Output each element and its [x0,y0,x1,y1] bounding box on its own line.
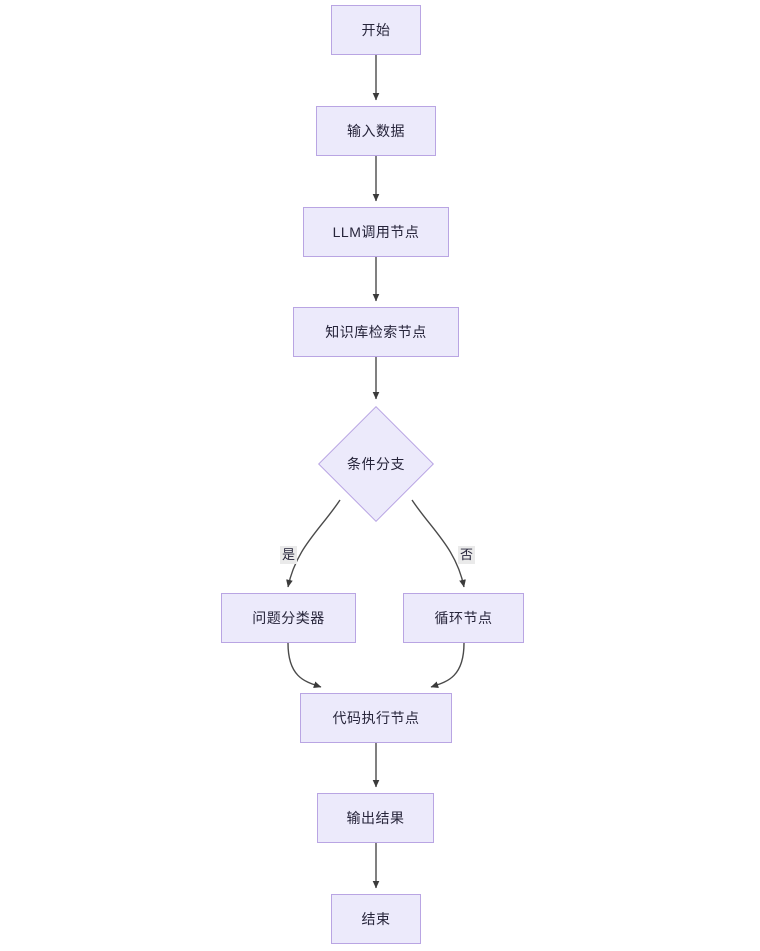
node-condition[interactable]: 条件分支 [318,405,434,522]
node-input[interactable]: 输入数据 [316,106,436,156]
node-label-code: 代码执行节点 [332,710,420,726]
node-label-loop: 循环节点 [434,610,493,626]
edge-classifier-to-code [287,642,322,688]
edge-loop-to-code [430,642,465,688]
node-label-start: 开始 [361,22,391,38]
edge-label-e6: 否 [458,546,476,564]
node-label-classifier: 问题分类器 [252,610,325,626]
node-loop[interactable]: 循环节点 [403,593,524,643]
node-llm[interactable]: LLM调用节点 [303,207,449,257]
node-label-llm: LLM调用节点 [332,224,420,240]
node-label-condition: 条件分支 [347,455,405,472]
node-label-end: 结束 [361,911,391,927]
edge-label-e5: 是 [280,546,298,564]
node-start[interactable]: 开始 [331,5,421,55]
node-label-input: 输入数据 [347,123,405,139]
node-classifier[interactable]: 问题分类器 [221,593,356,643]
node-end[interactable]: 结束 [331,894,421,944]
node-label-kb: 知识库检索节点 [325,324,427,340]
node-kb[interactable]: 知识库检索节点 [293,307,459,357]
node-label-output: 输出结果 [346,810,405,826]
node-output[interactable]: 输出结果 [317,793,434,843]
node-code[interactable]: 代码执行节点 [300,693,452,743]
